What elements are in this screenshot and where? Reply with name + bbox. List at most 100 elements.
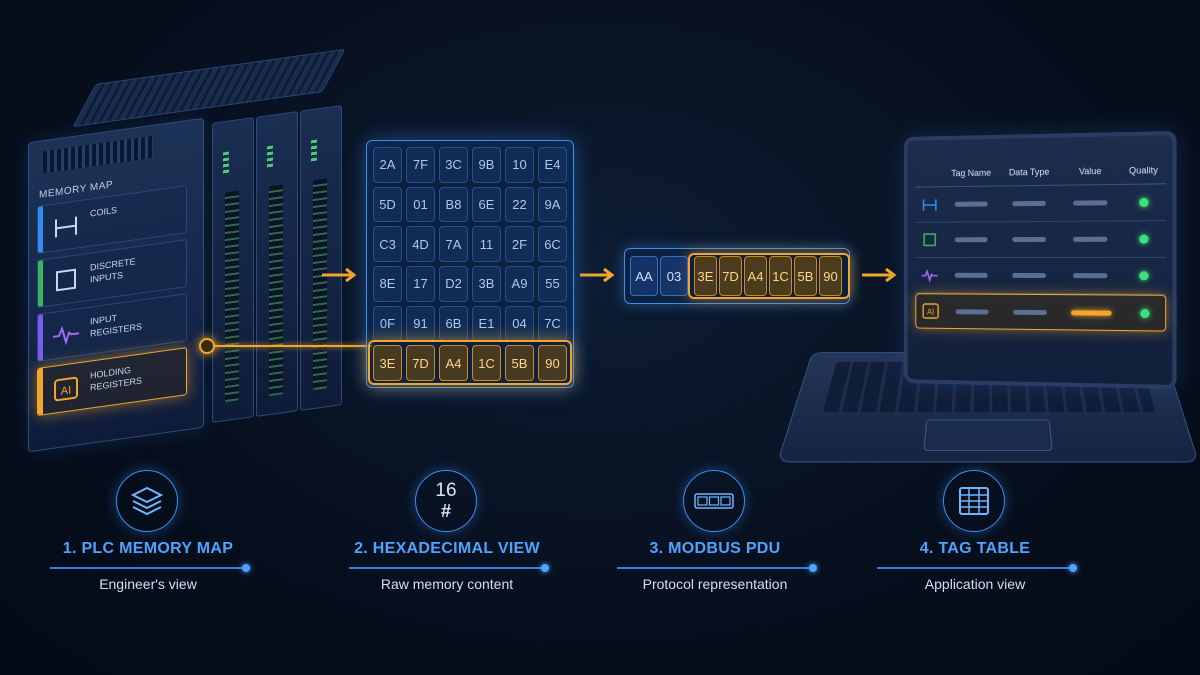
tag-name-placeholder	[955, 308, 989, 315]
hex-byte-cell: 5B	[505, 345, 534, 381]
table-row	[915, 257, 1167, 295]
step-icon-circle	[116, 470, 178, 532]
header-value: Value	[1078, 165, 1102, 176]
step-icon-circle	[683, 470, 745, 532]
step-modbus-pdu: 3. MODBUS PDU Protocol representation	[595, 470, 835, 600]
hex-icon-bottom: #	[440, 501, 451, 521]
data-type-placeholder	[1012, 200, 1046, 207]
table-row-holding-register: AI	[915, 293, 1167, 332]
cpu-vent	[43, 135, 153, 174]
quality-good-indicator	[1139, 308, 1150, 318]
hex-byte-cell: 7C	[538, 305, 567, 342]
arrow-right-icon	[862, 268, 897, 282]
hex-byte-cell: 7D	[406, 345, 435, 381]
table-row	[915, 184, 1167, 223]
hex-byte-cell: 55	[538, 266, 567, 302]
step-icon-circle	[943, 470, 1005, 532]
step-divider	[50, 564, 250, 572]
quality-good-indicator	[1138, 197, 1149, 208]
coil-icon	[921, 197, 938, 213]
hex-byte-cell: 17	[406, 266, 435, 302]
register-link-dot	[199, 338, 215, 354]
area-color-bar	[38, 314, 43, 361]
data-type-placeholder	[1013, 309, 1047, 315]
header-tag-name: Tag Name	[951, 167, 992, 178]
hex-byte-cell: 3C	[439, 147, 468, 183]
tag-table-header: Tag Name Data Type Value Quality	[915, 155, 1167, 188]
hex-byte-cell: B8	[439, 186, 468, 223]
hex-byte-cell: 8E	[373, 266, 402, 302]
tag-name-placeholder	[954, 237, 988, 243]
value-placeholder	[1073, 273, 1108, 279]
header-data-type: Data Type	[1008, 166, 1050, 177]
io-module-1	[212, 117, 254, 423]
step-divider	[617, 564, 817, 572]
pdu-data-byte: 1C	[769, 256, 792, 296]
step-divider	[349, 564, 549, 572]
register-link-line	[206, 345, 372, 347]
pdu-data-byte: 7D	[719, 256, 742, 296]
hex-byte-cell: 91	[406, 305, 435, 342]
area-label-line1: COILS	[90, 204, 118, 219]
hex-byte-cell: 2F	[505, 226, 534, 262]
hex-byte-cell: 01	[406, 186, 435, 223]
hex-byte-cell: 10	[505, 147, 534, 183]
io-module-2	[256, 111, 298, 417]
step-hexadecimal-view: 16 # 2. HEXADECIMAL VIEW Raw memory cont…	[327, 470, 567, 600]
io-module-3	[300, 105, 342, 411]
square-input-icon	[921, 232, 938, 248]
waveform-icon	[53, 325, 79, 346]
hex-byte-cell: 6B	[439, 305, 468, 342]
pdu-header-byte: AA	[630, 256, 658, 296]
step-subtitle: Protocol representation	[642, 576, 788, 592]
area-label-line2: INPUTS	[90, 270, 124, 285]
step-subtitle: Application view	[924, 576, 1026, 592]
area-color-bar	[38, 368, 43, 415]
data-type-placeholder	[1012, 272, 1046, 279]
quality-good-indicator	[1138, 271, 1149, 281]
square-input-icon	[56, 268, 76, 292]
ai-icon: AI	[54, 376, 78, 402]
tag-name-placeholder	[954, 272, 988, 278]
pdu-header-byte: 03	[660, 256, 688, 296]
arrow-right-icon	[322, 268, 357, 282]
tag-name-placeholder	[954, 201, 988, 207]
pdu-data-byte: 5B	[794, 256, 817, 296]
hex-byte-cell: 2A	[373, 147, 402, 183]
ai-icon: AI	[921, 302, 940, 320]
layers-icon	[130, 486, 164, 516]
value-placeholder	[1073, 200, 1108, 206]
area-color-bar	[38, 206, 43, 253]
hex-byte-cell: 6C	[538, 226, 567, 262]
arrow-right-icon	[580, 268, 615, 282]
pdu-data-byte: 90	[819, 256, 842, 296]
step-title: 2. HEXADECIMAL VIEW	[354, 540, 540, 557]
step-divider	[877, 564, 1077, 572]
hex-byte-cell: 90	[538, 345, 567, 381]
pdu-data-byte: A4	[744, 256, 767, 296]
waveform-icon	[921, 267, 938, 283]
hex-byte-cell: 1C	[472, 345, 501, 381]
hex-byte-cell: 0F	[373, 305, 402, 342]
tag-table: Tag Name Data Type Value Quality	[915, 155, 1167, 332]
step-subtitle: Raw memory content	[380, 576, 514, 592]
hex-16-icon: 16 #	[435, 480, 457, 522]
hex-byte-cell: A4	[439, 345, 468, 381]
header-quality: Quality	[1128, 164, 1158, 176]
data-type-placeholder	[1012, 236, 1046, 243]
hex-icon-top: 16	[435, 480, 457, 501]
hex-byte-cell: 7A	[439, 226, 468, 262]
area-label-line1: DISCRETE	[90, 256, 136, 273]
coil-icon	[55, 216, 77, 238]
hex-byte-cell: C3	[373, 226, 402, 262]
hex-byte-cell: 22	[505, 186, 534, 223]
trackpad	[923, 419, 1053, 451]
table-row	[915, 221, 1167, 259]
